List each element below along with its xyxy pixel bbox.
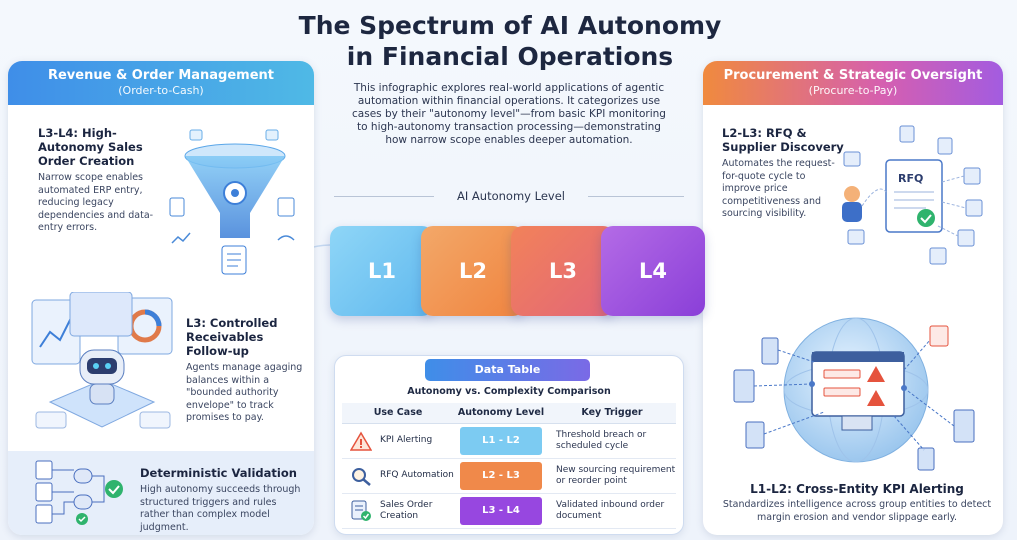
- header-autonomy-level: Autonomy Level: [454, 403, 548, 424]
- level-l3: L3: [511, 226, 615, 316]
- page-title: The Spectrum of AI Autonomy in Financial…: [250, 10, 770, 72]
- rfq-title: L2-L3: RFQ & Supplier Discovery: [722, 126, 844, 154]
- rfq-section: L2-L3: RFQ & Supplier Discovery Automate…: [722, 126, 844, 221]
- rfq-description: Automates the request-for-quote cycle to…: [722, 158, 835, 219]
- receivables-description: Agents manage agaging balances within a …: [186, 362, 303, 423]
- sales-order-description: Narrow scope enables automated ERP entry…: [38, 172, 154, 233]
- intro-text: This infographic explores real-world app…: [352, 82, 666, 146]
- rfq-text: RFQ: [898, 172, 923, 185]
- validation-section: Deterministic Validation High autonomy s…: [140, 466, 308, 534]
- table-row: KPI Alerting L1 - L2 Threshold breach or…: [342, 423, 676, 459]
- kpi-alerting-section: L1-L2: Cross-Entity KPI Alerting Standar…: [722, 482, 992, 524]
- revenue-panel-subtitle: (Order-to-Cash): [118, 84, 204, 97]
- kpi-alerting-title: L1-L2: Cross-Entity KPI Alerting: [750, 482, 964, 496]
- revenue-panel-header: Revenue & Order Management (Order-to-Cas…: [8, 61, 314, 105]
- level-pill: L1 - L2: [460, 426, 542, 455]
- header-use-case: Use Case: [342, 403, 454, 424]
- revenue-panel-title: Revenue & Order Management: [47, 68, 275, 83]
- globe-network-illustration: [733, 317, 975, 471]
- rfq-illustration: RFQ: [842, 125, 983, 265]
- robot-dashboard-illustration: [31, 292, 173, 429]
- level-l1: L1: [330, 226, 434, 316]
- receivables-section: L3: Controlled Receivables Follow-up Age…: [186, 316, 304, 425]
- title-line-2: in Financial Operations: [346, 42, 674, 71]
- receivables-title: L3: Controlled Receivables Follow-up: [186, 316, 278, 358]
- kpi-alerting-description: Standardizes intelligence across group e…: [722, 499, 992, 523]
- comparison-table: Use Case Autonomy Level Key Trigger KPI …: [342, 403, 676, 529]
- use-case-label: KPI Alerting: [380, 435, 433, 445]
- use-case-label: RFQ Automation: [380, 470, 454, 480]
- table-row: RFQ Automation L2 - L3 New sourcing requ…: [342, 458, 676, 494]
- key-trigger: New sourcing requirement or reorder poin…: [556, 464, 676, 486]
- validation-box: [8, 451, 314, 535]
- data-table-subtitle: Autonomy vs. Complexity Comparison: [407, 386, 611, 397]
- warning-icon: [350, 431, 372, 451]
- validation-flow-icon: [35, 460, 123, 525]
- use-case-label: Sales Order Creation: [380, 499, 433, 521]
- key-trigger: Threshold breach or scheduled cycle: [556, 429, 647, 451]
- level-line-right: [588, 196, 684, 197]
- table-header-row: Use Case Autonomy Level Key Trigger: [342, 403, 676, 424]
- header-key-trigger: Key Trigger: [548, 403, 676, 424]
- level-line-left: [334, 196, 434, 197]
- procurement-panel-title: Procurement & Strategic Oversight: [723, 68, 983, 83]
- validation-description: High autonomy succeeds through structure…: [140, 484, 301, 533]
- sales-order-title: L3-L4: High-Autonomy Sales Order Creatio…: [38, 126, 143, 168]
- table-row: Sales Order Creation L3 - L4 Validated i…: [342, 493, 676, 529]
- procurement-panel-header: Procurement & Strategic Oversight (Procu…: [703, 61, 1003, 105]
- level-pill: L3 - L4: [460, 496, 542, 525]
- title-line-1: The Spectrum of AI Autonomy: [298, 11, 722, 40]
- level-l2: L2: [421, 226, 525, 316]
- funnel-illustration: [169, 129, 295, 275]
- key-trigger: Validated inbound order document: [556, 499, 665, 521]
- level-l4: L4: [601, 226, 705, 316]
- autonomy-level-title: AI Autonomy Level: [457, 189, 565, 203]
- magnifier-icon: [352, 467, 371, 486]
- validation-title: Deterministic Validation: [140, 466, 297, 480]
- document-check-icon: [351, 500, 371, 521]
- level-pill: L2 - L3: [460, 461, 542, 490]
- procurement-panel-subtitle: (Procure-to-Pay): [808, 84, 898, 97]
- data-table-tag: Data Table: [425, 359, 590, 381]
- sales-order-section: L3-L4: High-Autonomy Sales Order Creatio…: [38, 126, 166, 235]
